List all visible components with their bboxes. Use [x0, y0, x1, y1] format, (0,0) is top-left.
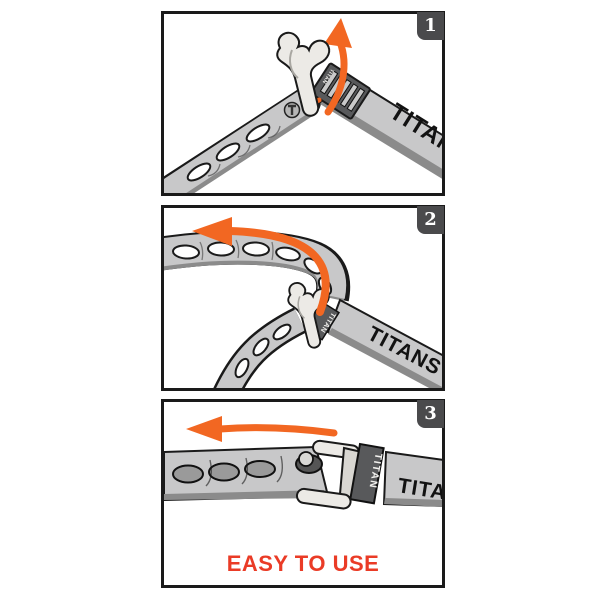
- knob-lock-illustration: [295, 451, 323, 474]
- step-panel-1: TITAN TITAN 1: [161, 11, 445, 196]
- motion-arrow-up-icon: [324, 18, 352, 116]
- main-strap-illustration: TITAN: [382, 450, 442, 507]
- step-number: 3: [424, 403, 437, 424]
- step-3-illustration: TITAN TITAN: [164, 416, 442, 510]
- step-2-illustration: TITANS TITAN: [164, 217, 442, 388]
- step-number: 2: [424, 209, 437, 230]
- step-panel-3: TITAN TITAN EASY TO USE 3: [161, 399, 445, 588]
- caption-text: EASY TO USE: [226, 551, 380, 576]
- hook-buckle-icon: [276, 31, 331, 117]
- step-number-badge: 3: [417, 400, 444, 428]
- buckle-bottom-bar: [295, 487, 352, 510]
- step-number-badge: 2: [417, 206, 444, 234]
- strap-tail-illustration: [164, 445, 330, 502]
- buckle-block-illustration: TITAN: [349, 442, 385, 505]
- step-1-illustration: TITAN TITAN: [164, 18, 442, 193]
- strap-tail-illustration: [164, 87, 321, 193]
- motion-arrow-left-icon: [192, 217, 330, 316]
- main-strap-illustration: TITANS: [326, 298, 442, 388]
- tip-logo-icon: [288, 104, 296, 115]
- strap-tail-illustration: [213, 307, 307, 388]
- step-number: 1: [424, 15, 437, 36]
- step-number-badge: 1: [417, 12, 444, 40]
- motion-arrow-left-icon: [186, 416, 338, 442]
- step-panel-2: TITANS TITAN 2: [161, 205, 445, 391]
- looped-strap-illustration: [164, 230, 351, 302]
